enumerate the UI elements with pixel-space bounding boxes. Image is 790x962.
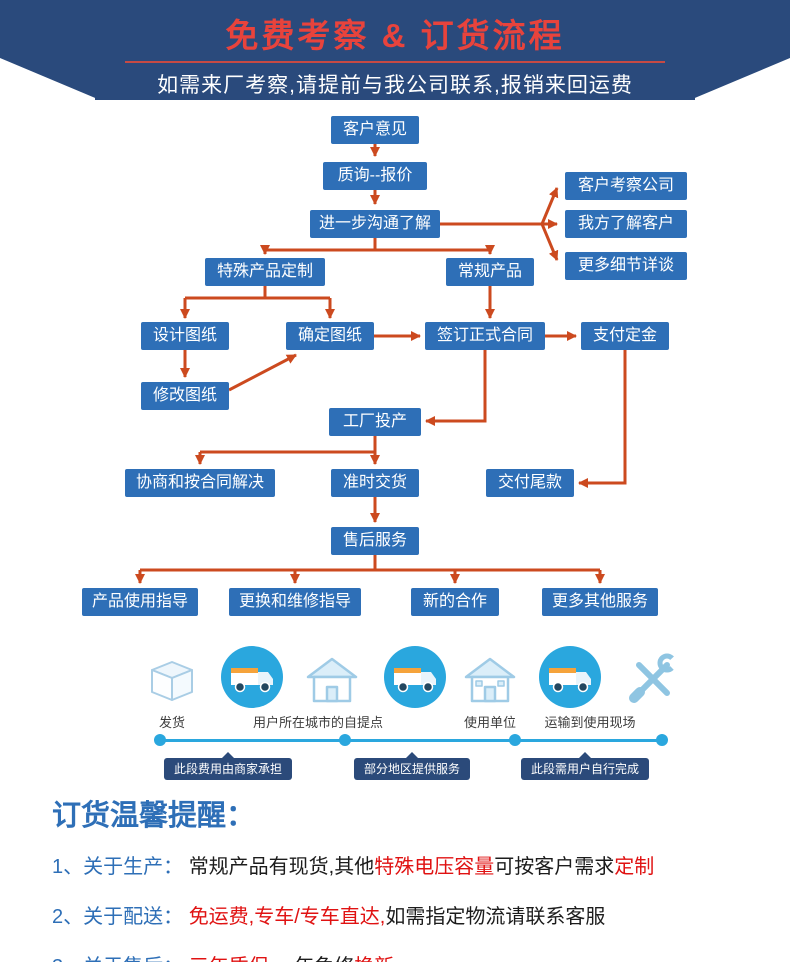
- reminder-text: 常规产品有现货,其他: [188, 856, 375, 878]
- reminder-highlight: 免运费,专车/专车直达,: [188, 906, 386, 928]
- reminder-item-production: 1、关于生产： 常规产品有现货,其他特殊电压容量可按客户需求定制: [52, 850, 762, 879]
- reminder-label: 3、关于售后：: [52, 956, 183, 962]
- timeline-dot: [154, 734, 166, 746]
- timeline-line: [158, 739, 662, 742]
- timeline-dot: [656, 734, 668, 746]
- step-label-pickup-point: 用户所在城市的自提点: [252, 715, 384, 730]
- reminder-highlight: 定制: [614, 856, 655, 878]
- reminder-item-delivery: 2、关于配送： 免运费,专车/专车直达,如需指定物流请联系客服: [52, 900, 762, 929]
- flow-node-negotiate-per-contract: 协商和按合同解决: [125, 469, 275, 497]
- reminder-highlight: 三年质保: [189, 956, 269, 962]
- flow-node-design-drawing: 设计图纸: [141, 322, 229, 350]
- delivery-truck-icon: [221, 646, 283, 708]
- timeline-label-partial-service: 部分地区提供服务: [353, 752, 471, 780]
- reminder-text: 可按客户需求: [494, 856, 615, 878]
- reminder-label: 1、关于生产：: [52, 856, 184, 878]
- timeline-label-user-completes: 此段需用户自行完成: [520, 752, 650, 780]
- reminder-text: ,一年免修: [269, 956, 355, 962]
- house-icon: [306, 657, 358, 703]
- flow-node-further-communication: 进一步沟通了解: [310, 210, 440, 238]
- flow-node-we-understand-client: 我方了解客户: [565, 210, 687, 238]
- flow-node-more-services: 更多其他服务: [542, 588, 658, 616]
- flow-node-factory-production: 工厂投产: [329, 408, 421, 436]
- reminder-highlight: 换新: [354, 956, 394, 962]
- ribbon-right-tail: [690, 0, 790, 100]
- flow-node-confirm-drawing: 确定图纸: [286, 322, 374, 350]
- delivery-truck-icon: [539, 646, 601, 708]
- flow-node-pay-deposit: 支付定金: [581, 322, 669, 350]
- flow-node-more-details-discussion: 更多细节详谈: [565, 252, 687, 280]
- reminder-highlight: 特殊电压容量: [374, 856, 495, 878]
- timeline-dot: [339, 734, 351, 746]
- flow-node-after-sales-service: 售后服务: [331, 527, 419, 555]
- flow-node-inquiry-quotation: 质询--报价: [323, 162, 427, 190]
- timeline-label-merchant-pays: 此段费用由商家承担: [163, 752, 293, 780]
- flow-node-revise-drawing: 修改图纸: [141, 382, 229, 410]
- step-label-ship: 发货: [158, 715, 186, 730]
- flow-node-standard-product: 常规产品: [446, 258, 534, 286]
- flow-node-pay-balance: 交付尾款: [486, 469, 574, 497]
- reminder-label: 2、关于配送：: [52, 906, 184, 928]
- timeline-dot: [509, 734, 521, 746]
- flow-node-new-cooperation: 新的合作: [411, 588, 499, 616]
- reminders-section: 订货温馨提醒： 1、关于生产： 常规产品有现货,其他特殊电压容量可按客户需求定制…: [52, 792, 762, 962]
- ribbon-left-tail: [0, 0, 100, 100]
- reminders-title: 订货温馨提醒：: [52, 800, 256, 832]
- header-center: 免费考察 & 订货流程 如需来厂考察,请提前与我公司联系,报销来回运费: [95, 0, 695, 100]
- header-divider: [125, 61, 665, 63]
- flow-node-sign-contract: 签订正式合同: [425, 322, 545, 350]
- flow-node-customer-feedback: 客户意见: [331, 116, 419, 144]
- flow-node-replacement-repair-guide: 更换和维修指导: [229, 588, 361, 616]
- page-subtitle: 如需来厂考察,请提前与我公司联系,报销来回运费: [157, 74, 633, 97]
- flow-node-product-usage-guidance: 产品使用指导: [82, 588, 198, 616]
- reminder-text: 如需指定物流请联系客服: [385, 906, 606, 928]
- tools-icon: [629, 653, 677, 703]
- step-label-transport-site: 运输到使用现场: [544, 715, 636, 730]
- reminder-item-after-sales: 3、关于售后： 三年质保,一年免修换新: [52, 950, 762, 962]
- delivery-truck-icon: [384, 646, 446, 708]
- package-icon: [151, 661, 193, 701]
- step-label-using-unit: 使用单位: [463, 715, 517, 730]
- flow-node-client-visit-company: 客户考察公司: [565, 172, 687, 200]
- page-title: 免费考察 & 订货流程: [225, 17, 565, 54]
- flow-node-custom-product: 特殊产品定制: [205, 258, 325, 286]
- flow-node-on-time-delivery: 准时交货: [331, 469, 419, 497]
- building-icon: [464, 657, 516, 703]
